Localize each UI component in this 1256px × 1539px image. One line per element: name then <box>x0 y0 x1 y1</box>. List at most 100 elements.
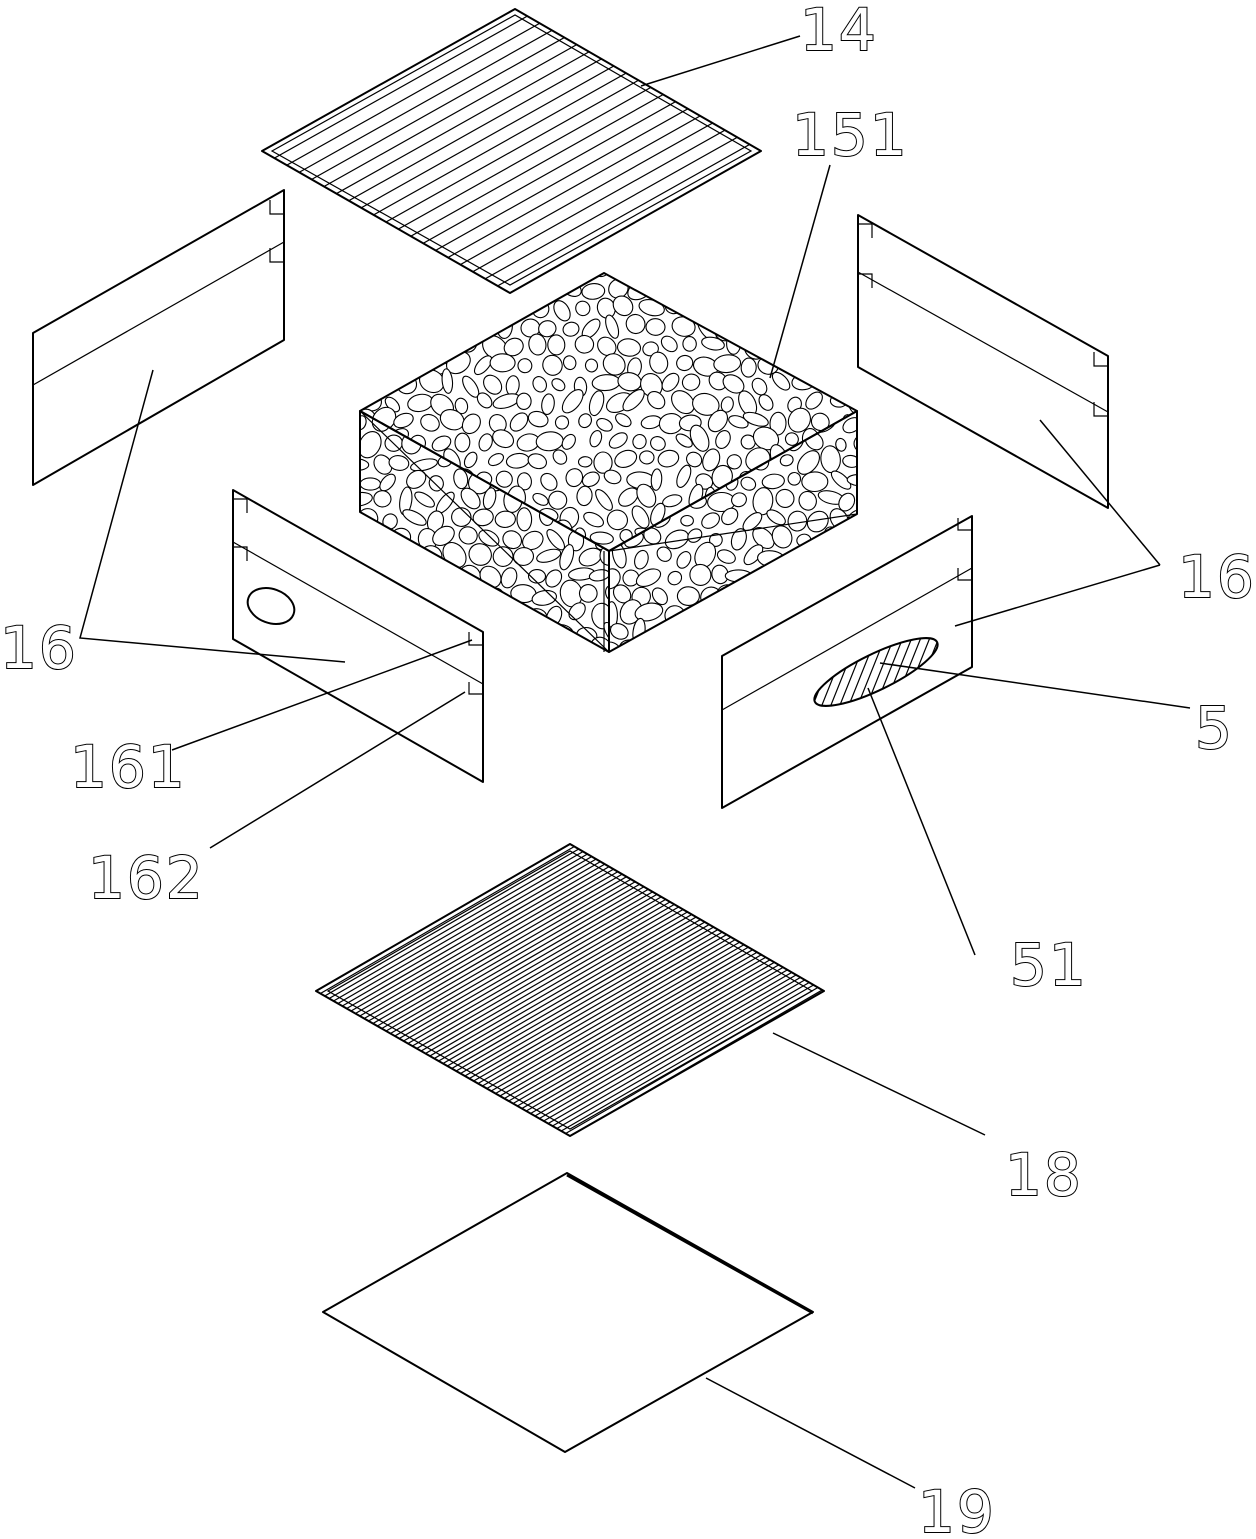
stone <box>845 358 857 376</box>
stone <box>702 607 728 624</box>
stone <box>834 544 848 564</box>
stone <box>632 433 647 450</box>
stone <box>461 413 481 435</box>
stone <box>382 584 406 609</box>
hatch-line <box>375 69 708 257</box>
stone <box>807 627 821 640</box>
stone <box>522 530 544 551</box>
hatch-line <box>386 879 717 1072</box>
stone <box>581 283 606 300</box>
stone <box>360 585 377 604</box>
stone <box>565 468 584 488</box>
hatch-line <box>421 899 752 1092</box>
stone <box>829 352 847 378</box>
stone <box>737 582 761 604</box>
stone <box>596 417 613 432</box>
stone <box>528 333 547 356</box>
stone <box>414 491 435 508</box>
stone <box>398 335 416 353</box>
stone <box>784 432 799 446</box>
hatch-line <box>412 894 743 1087</box>
side-panel-16-upper-right <box>857 214 1109 509</box>
stone <box>650 436 666 451</box>
stone <box>804 283 821 299</box>
stone <box>698 622 722 644</box>
stone <box>391 352 407 372</box>
hatch-line <box>517 954 824 1136</box>
stone <box>663 273 682 278</box>
leader-5 <box>879 662 1191 709</box>
stone <box>701 336 725 351</box>
stone <box>775 488 795 508</box>
stone <box>602 353 626 376</box>
stone <box>372 299 390 316</box>
stone <box>654 626 671 640</box>
stone <box>622 389 645 412</box>
stone <box>509 412 529 432</box>
stone <box>516 507 533 532</box>
stone <box>660 335 678 353</box>
stone <box>408 567 436 586</box>
stone <box>670 624 694 643</box>
hatch-line <box>941 626 946 718</box>
stone <box>545 569 563 588</box>
stone <box>449 627 463 642</box>
hatch-line <box>381 877 712 1070</box>
stone <box>578 413 593 429</box>
stone <box>651 587 668 606</box>
hatch-line <box>338 47 671 236</box>
stone <box>813 333 839 355</box>
stone <box>740 476 757 491</box>
hatch-line <box>337 852 668 1045</box>
hatch-line <box>368 869 699 1062</box>
stone <box>836 273 852 278</box>
stone <box>429 585 447 602</box>
stone <box>492 546 514 567</box>
stone <box>583 511 604 528</box>
hatch-line <box>456 919 787 1112</box>
hatch-line <box>412 90 745 278</box>
hatch-line <box>364 867 695 1060</box>
stone <box>676 354 694 372</box>
stone <box>609 568 621 590</box>
stone <box>360 570 368 583</box>
stone <box>527 453 548 470</box>
stone <box>487 453 505 467</box>
stone <box>559 544 575 571</box>
stone <box>468 543 492 566</box>
stone <box>855 619 857 649</box>
stone <box>531 589 558 606</box>
stone <box>621 273 639 279</box>
stone <box>577 456 593 468</box>
stone <box>806 510 829 533</box>
stone <box>489 353 516 373</box>
stone <box>793 338 807 353</box>
stone <box>369 532 385 549</box>
stone <box>664 642 687 652</box>
stone <box>393 412 414 429</box>
stone <box>642 273 660 279</box>
stone <box>473 355 493 376</box>
hatch-line <box>478 932 809 1125</box>
stone <box>547 334 566 356</box>
filter-mesh-51 <box>806 626 946 718</box>
stone <box>685 273 707 286</box>
stone <box>605 314 620 339</box>
hatch-line <box>425 902 756 1095</box>
stone <box>730 528 747 551</box>
stone <box>681 373 701 391</box>
hatch-line <box>316 844 642 1030</box>
stone <box>412 316 426 333</box>
stone <box>456 317 474 332</box>
stone <box>502 637 518 652</box>
stone <box>379 473 396 492</box>
stone <box>722 374 745 394</box>
stone <box>748 302 770 316</box>
stone <box>763 314 777 338</box>
stone <box>853 435 857 453</box>
stone <box>535 431 564 452</box>
stone <box>846 548 857 569</box>
stone <box>671 277 690 304</box>
stone <box>688 606 704 618</box>
leader-19 <box>705 1377 916 1489</box>
